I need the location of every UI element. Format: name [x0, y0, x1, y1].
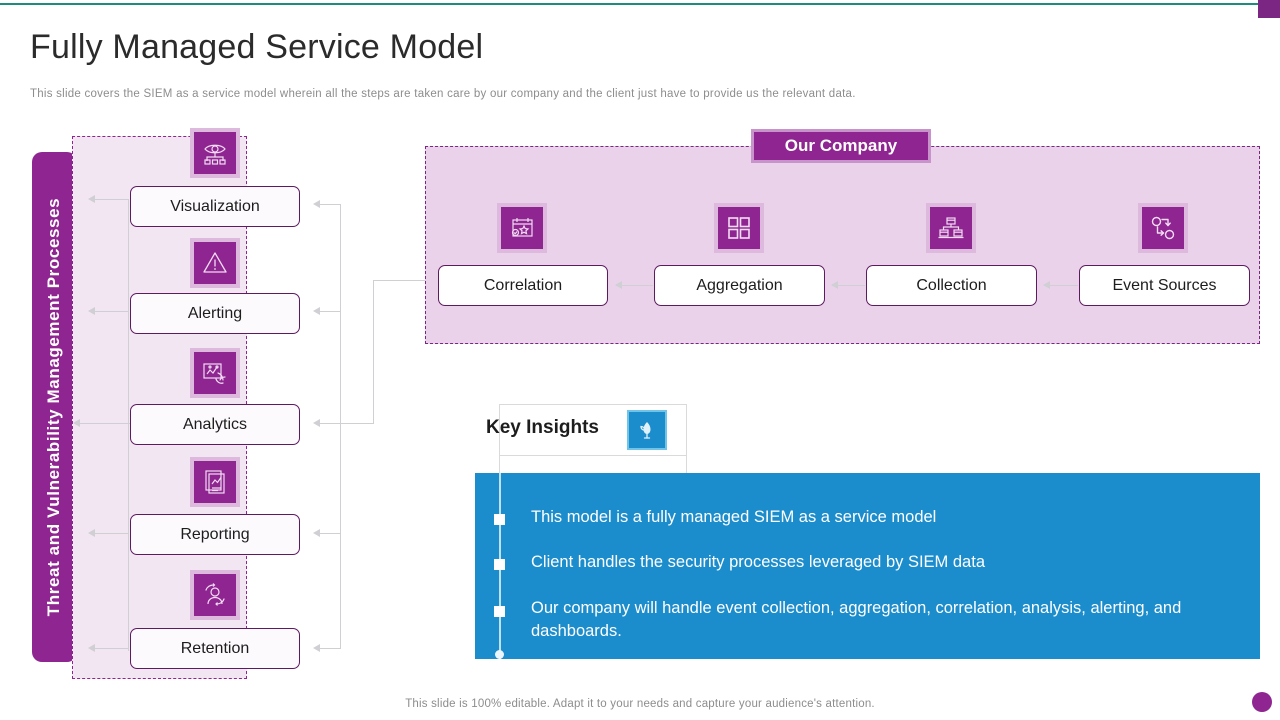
sidebar-arrow-head-5 — [88, 644, 95, 652]
process-box-alerting[interactable]: Alerting — [130, 293, 300, 334]
company-box-collection[interactable]: Collection — [866, 265, 1037, 306]
bullet-marker-3 — [494, 606, 505, 617]
boxes-hierarchy-icon — [926, 203, 976, 253]
process-arrow-line-2 — [320, 311, 341, 313]
process-label-alerting: Alerting — [187, 304, 243, 322]
process-label-retention: Retention — [180, 639, 250, 657]
process-arrow-head-1 — [313, 200, 320, 208]
company-label-collection: Collection — [916, 276, 987, 294]
our-company-badge: Our Company — [751, 129, 931, 163]
oc-arrow-line-2 — [838, 285, 865, 287]
process-arrow-line-1 — [320, 204, 341, 206]
sidebar-arrow-line-3 — [80, 423, 130, 425]
process-label-reporting: Reporting — [180, 525, 250, 543]
sidebar-arrow-line-4 — [95, 533, 128, 535]
oc-arrow-head-3 — [1043, 281, 1050, 289]
process-label-visualization: Visualization — [170, 197, 260, 215]
process-box-analytics[interactable]: Analytics — [130, 404, 300, 445]
company-label-aggregation: Aggregation — [696, 276, 783, 294]
key-insights-title: Key Insights — [486, 417, 599, 438]
correlation-feed-vertical — [373, 280, 375, 424]
warning-triangle-icon — [190, 238, 240, 288]
sidebar-arrow-head-2 — [88, 307, 95, 315]
correlation-feed-into-analytics — [330, 423, 374, 425]
eye-dashboard-icon — [190, 128, 240, 178]
vertical-process-label: Threat and Vulnerability Management Proc… — [32, 152, 77, 662]
left-connector-trunk — [128, 199, 130, 651]
process-arrow-line-5 — [320, 648, 341, 650]
insight-bullet-2: Client handles the security processes le… — [531, 553, 985, 571]
process-arrow-line-4 — [320, 533, 341, 535]
oc-arrow-head-1 — [615, 281, 622, 289]
sidebar-arrow-line-5 — [95, 648, 128, 650]
process-arrow-head-4 — [313, 529, 320, 537]
our-company-panel — [425, 146, 1260, 344]
process-arrow-head-3 — [313, 419, 320, 427]
top-teal-rule — [0, 3, 1265, 5]
lightbulb-plant-icon — [627, 410, 667, 450]
sidebar-arrow-head-1 — [88, 195, 95, 203]
process-arrow-head-2 — [313, 307, 320, 315]
top-right-purple-block — [1258, 0, 1280, 18]
process-box-retention[interactable]: Retention — [130, 628, 300, 669]
correlation-feed-horizontal — [373, 280, 428, 282]
key-insights-panel — [475, 473, 1260, 659]
bullet-marker-1 — [494, 514, 505, 525]
key-insights-rail-dot — [495, 650, 504, 659]
company-label-event-sources: Event Sources — [1112, 276, 1217, 294]
process-label-analytics: Analytics — [182, 415, 248, 433]
page-subtitle: This slide covers the SIEM as a service … — [30, 88, 856, 100]
calendar-star-icon — [497, 203, 547, 253]
grid-squares-icon — [714, 203, 764, 253]
corner-purple-dot — [1252, 692, 1272, 712]
process-box-visualization[interactable]: Visualization — [130, 186, 300, 227]
circles-arrows-icon — [1138, 203, 1188, 253]
key-insights-frame-lower — [499, 456, 687, 474]
process-box-reporting[interactable]: Reporting — [130, 514, 300, 555]
footer-note: This slide is 100% editable. Adapt it to… — [405, 698, 875, 710]
sidebar-arrow-line-1 — [95, 199, 128, 201]
process-arrow-head-5 — [313, 644, 320, 652]
report-document-icon — [190, 457, 240, 507]
our-company-badge-text: Our Company — [784, 136, 898, 155]
insight-bullet-3: Our company will handle event collection… — [531, 599, 1182, 640]
company-box-correlation[interactable]: Correlation — [438, 265, 608, 306]
user-retention-icon — [190, 570, 240, 620]
oc-arrow-line-3 — [1050, 285, 1078, 287]
sidebar-arrow-line-2 — [95, 311, 128, 313]
chart-hand-icon — [190, 348, 240, 398]
oc-arrow-head-2 — [831, 281, 838, 289]
vertical-process-label-text: Threat and Vulnerability Management Proc… — [44, 197, 64, 617]
oc-arrow-line-1 — [622, 285, 653, 287]
page-title: Fully Managed Service Model — [30, 28, 484, 66]
company-label-correlation: Correlation — [483, 276, 563, 294]
company-box-aggregation[interactable]: Aggregation — [654, 265, 825, 306]
company-box-event-sources[interactable]: Event Sources — [1079, 265, 1250, 306]
right-connector-trunk — [340, 204, 342, 648]
sidebar-arrow-head-4 — [88, 529, 95, 537]
sidebar-arrow-head-3 — [73, 419, 80, 427]
insight-bullet-1: This model is a fully managed SIEM as a … — [531, 508, 937, 526]
bullet-marker-2 — [494, 559, 505, 570]
